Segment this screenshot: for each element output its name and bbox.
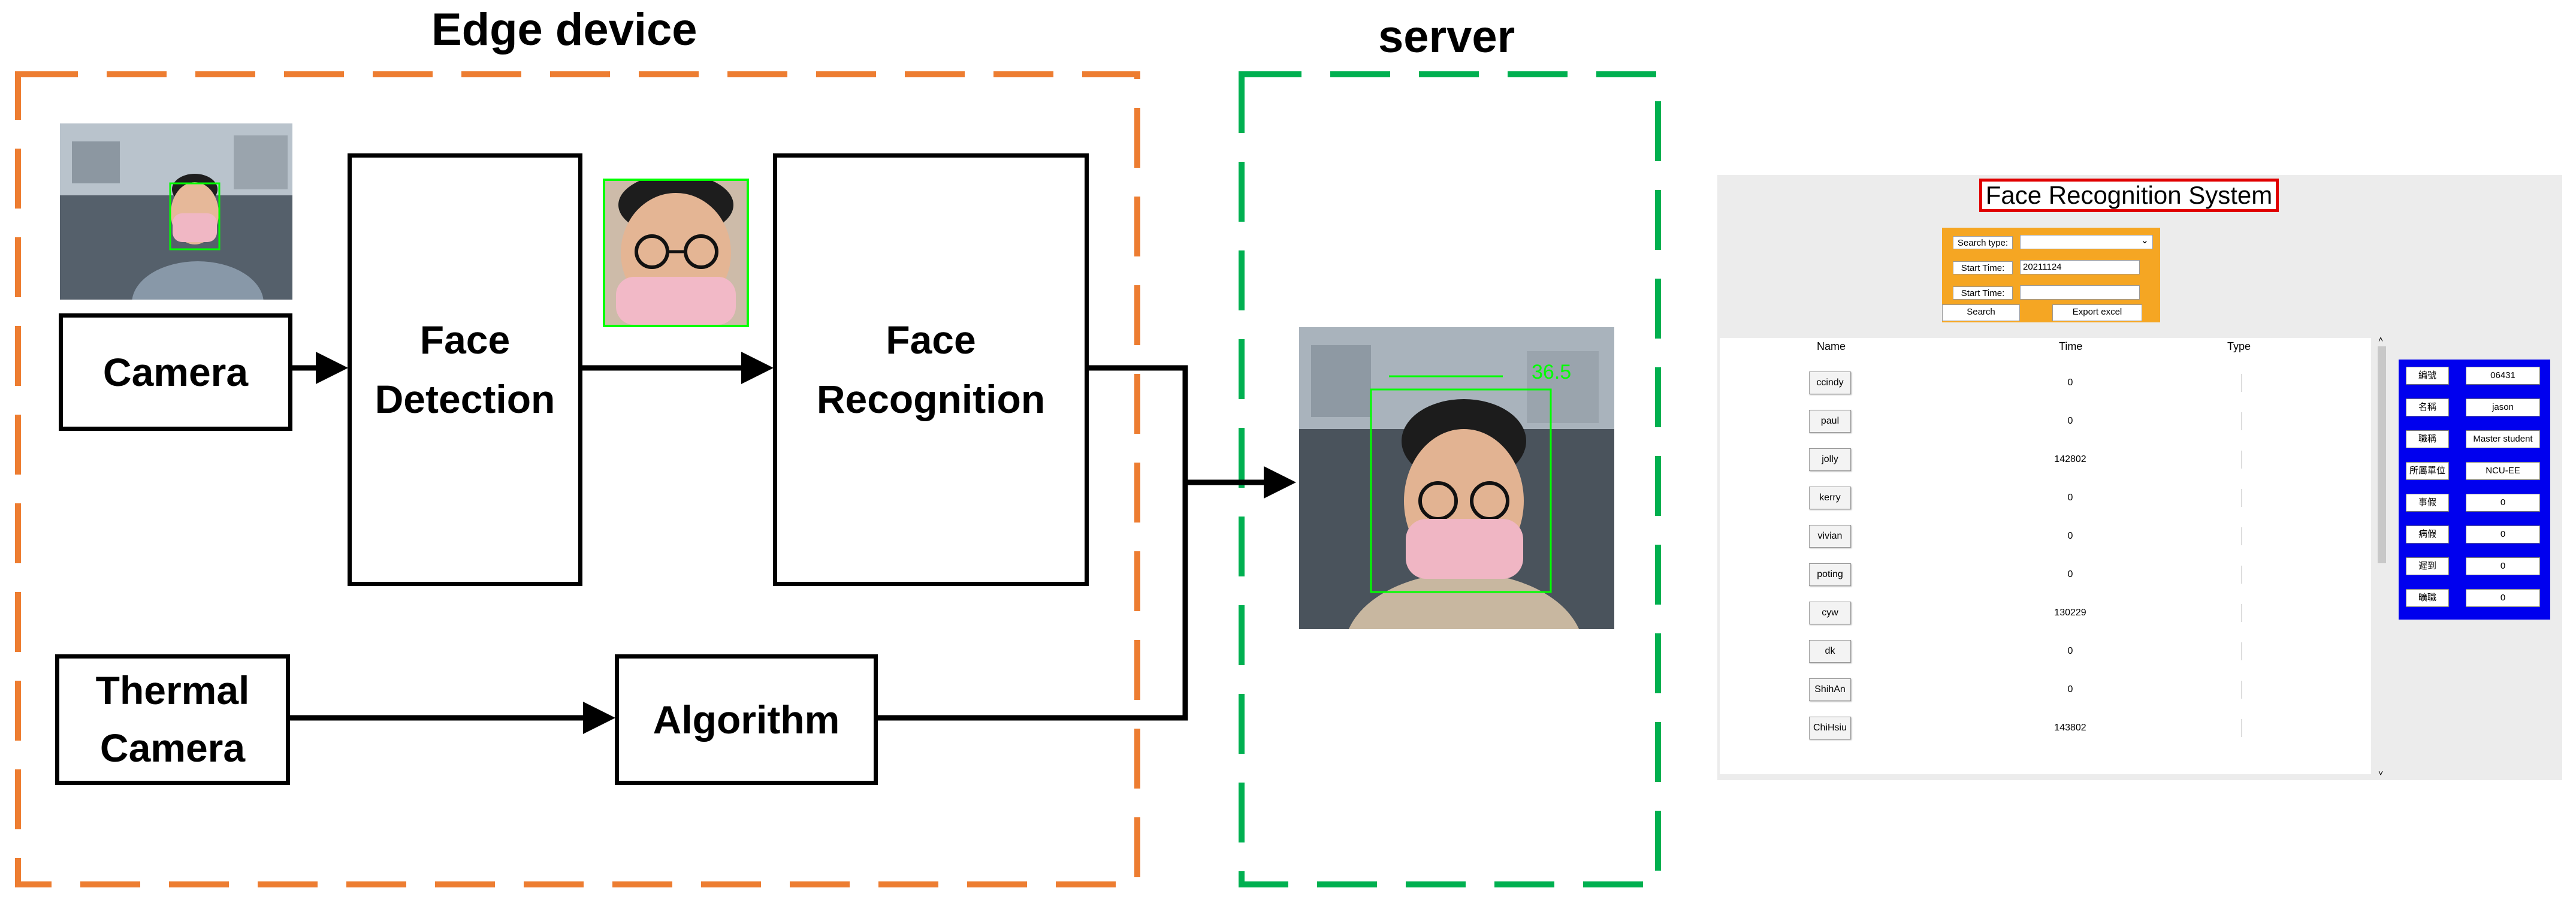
server-region xyxy=(1239,71,1661,887)
records-list: Name Time Type ccindy 0 paul 0 jolly 142802… xyxy=(1720,338,2371,774)
col-header-time: Time xyxy=(2059,340,2083,352)
info-value: 0 xyxy=(2466,557,2540,575)
thermal-camera-label-2: Camera xyxy=(99,726,246,770)
info-label: 病假 xyxy=(2406,526,2449,543)
time-value: 0 xyxy=(2067,416,2073,426)
time-value: 143802 xyxy=(2054,723,2086,733)
line-recognition-to-merge xyxy=(878,365,1188,721)
face-recognition-label-2: Recognition xyxy=(816,377,1046,421)
info-label: 編號 xyxy=(2406,367,2449,385)
name-button[interactable]: jolly xyxy=(1809,448,1851,471)
face-detection-block: Face Detection xyxy=(348,153,582,586)
time-value: 0 xyxy=(2067,684,2073,694)
search-button[interactable]: Search xyxy=(1942,304,2020,321)
info-value: jason xyxy=(2466,398,2540,416)
edge-device-title: Edge device xyxy=(431,4,697,55)
start-time-label-1: Start Time: xyxy=(1953,261,2013,274)
info-label: 所屬單位 xyxy=(2406,462,2449,480)
start-time-label-2: Start Time: xyxy=(1953,286,2013,300)
col-header-name: Name xyxy=(1817,340,1846,352)
time-value: 142802 xyxy=(2054,454,2086,464)
info-label: 事假 xyxy=(2406,494,2449,512)
camera-label: Camera xyxy=(102,349,249,394)
info-label: 曠職 xyxy=(2406,589,2449,607)
info-value: 06431 xyxy=(2466,367,2540,385)
type-cell xyxy=(2241,374,2242,392)
info-value: Master student xyxy=(2466,430,2540,448)
info-label: 名稱 xyxy=(2406,398,2449,416)
export-excel-button[interactable]: Export excel xyxy=(2052,304,2142,321)
name-button[interactable]: ChiHsiu xyxy=(1809,717,1851,739)
temperature-overlay: 36.5 xyxy=(1532,361,1572,383)
name-button[interactable]: cyw xyxy=(1809,602,1851,624)
search-form: Search type: ⌄ Start Time: 20211124 Star… xyxy=(1942,228,2160,322)
time-value: 0 xyxy=(2067,569,2073,579)
algorithm-label: Algorithm xyxy=(653,697,840,742)
thermal-camera-block: Thermal Camera xyxy=(55,654,290,785)
time-value: 0 xyxy=(2067,377,2073,388)
detected-face-crop xyxy=(603,179,749,327)
info-value: 0 xyxy=(2466,526,2540,543)
search-type-select[interactable]: ⌄ xyxy=(2020,235,2153,249)
time-value: 0 xyxy=(2067,646,2073,656)
type-cell xyxy=(2241,566,2242,584)
records-scrollbar[interactable]: ˄ ˅ xyxy=(2376,334,2388,778)
type-cell xyxy=(2241,719,2242,737)
col-header-type: Type xyxy=(2227,340,2251,352)
time-value: 0 xyxy=(2067,531,2073,541)
info-value: 0 xyxy=(2466,494,2540,512)
name-button[interactable]: ccindy xyxy=(1809,372,1851,394)
time-value: 130229 xyxy=(2054,608,2086,618)
name-button[interactable]: ShihAn xyxy=(1809,678,1851,701)
type-cell xyxy=(2241,412,2242,430)
type-cell xyxy=(2241,451,2242,469)
info-label: 職稱 xyxy=(2406,430,2449,448)
scroll-down-icon[interactable]: ˅ xyxy=(2378,768,2384,778)
face-recognition-system-panel: Face Recognition System Search type: ⌄ S… xyxy=(1717,175,2562,780)
chevron-down-icon: ⌄ xyxy=(2140,235,2149,246)
edge-device-region xyxy=(15,71,1140,887)
type-cell xyxy=(2241,489,2242,507)
name-button[interactable]: kerry xyxy=(1809,487,1851,509)
camera-input-photo xyxy=(60,123,292,300)
name-button[interactable]: dk xyxy=(1809,640,1851,663)
type-cell xyxy=(2241,681,2242,699)
server-result-photo: 36.5 xyxy=(1299,327,1614,629)
frs-title: Face Recognition System xyxy=(1979,179,2279,212)
search-type-label: Search type: xyxy=(1953,236,2013,249)
type-cell xyxy=(2241,642,2242,660)
camera-block: Camera xyxy=(59,313,292,431)
algorithm-block: Algorithm xyxy=(615,654,878,785)
scroll-up-icon[interactable]: ˄ xyxy=(2378,334,2384,344)
face-recognition-block: Face Recognition xyxy=(773,153,1089,586)
server-title: server xyxy=(1378,11,1515,62)
info-label: 遲到 xyxy=(2406,557,2449,575)
time-value: 0 xyxy=(2067,493,2073,503)
face-recognition-label-1: Face xyxy=(886,318,976,362)
info-value: NCU-EE xyxy=(2466,462,2540,480)
type-cell xyxy=(2241,527,2242,545)
face-detection-label-1: Face xyxy=(419,318,511,362)
face-detection-label-2: Detection xyxy=(375,377,555,421)
start-time-input-2[interactable] xyxy=(2020,285,2140,300)
start-time-input-1[interactable]: 20211124 xyxy=(2020,260,2140,274)
type-cell xyxy=(2241,604,2242,622)
name-button[interactable]: poting xyxy=(1809,563,1851,586)
name-button[interactable]: paul xyxy=(1809,410,1851,433)
thermal-camera-label-1: Thermal xyxy=(95,668,250,713)
name-button[interactable]: vivian xyxy=(1809,525,1851,548)
person-info-panel: 編號 06431 名稱 jason 職稱 Master student 所屬單位… xyxy=(2399,360,2550,620)
info-value: 0 xyxy=(2466,589,2540,607)
scrollbar-thumb[interactable] xyxy=(2378,346,2386,563)
